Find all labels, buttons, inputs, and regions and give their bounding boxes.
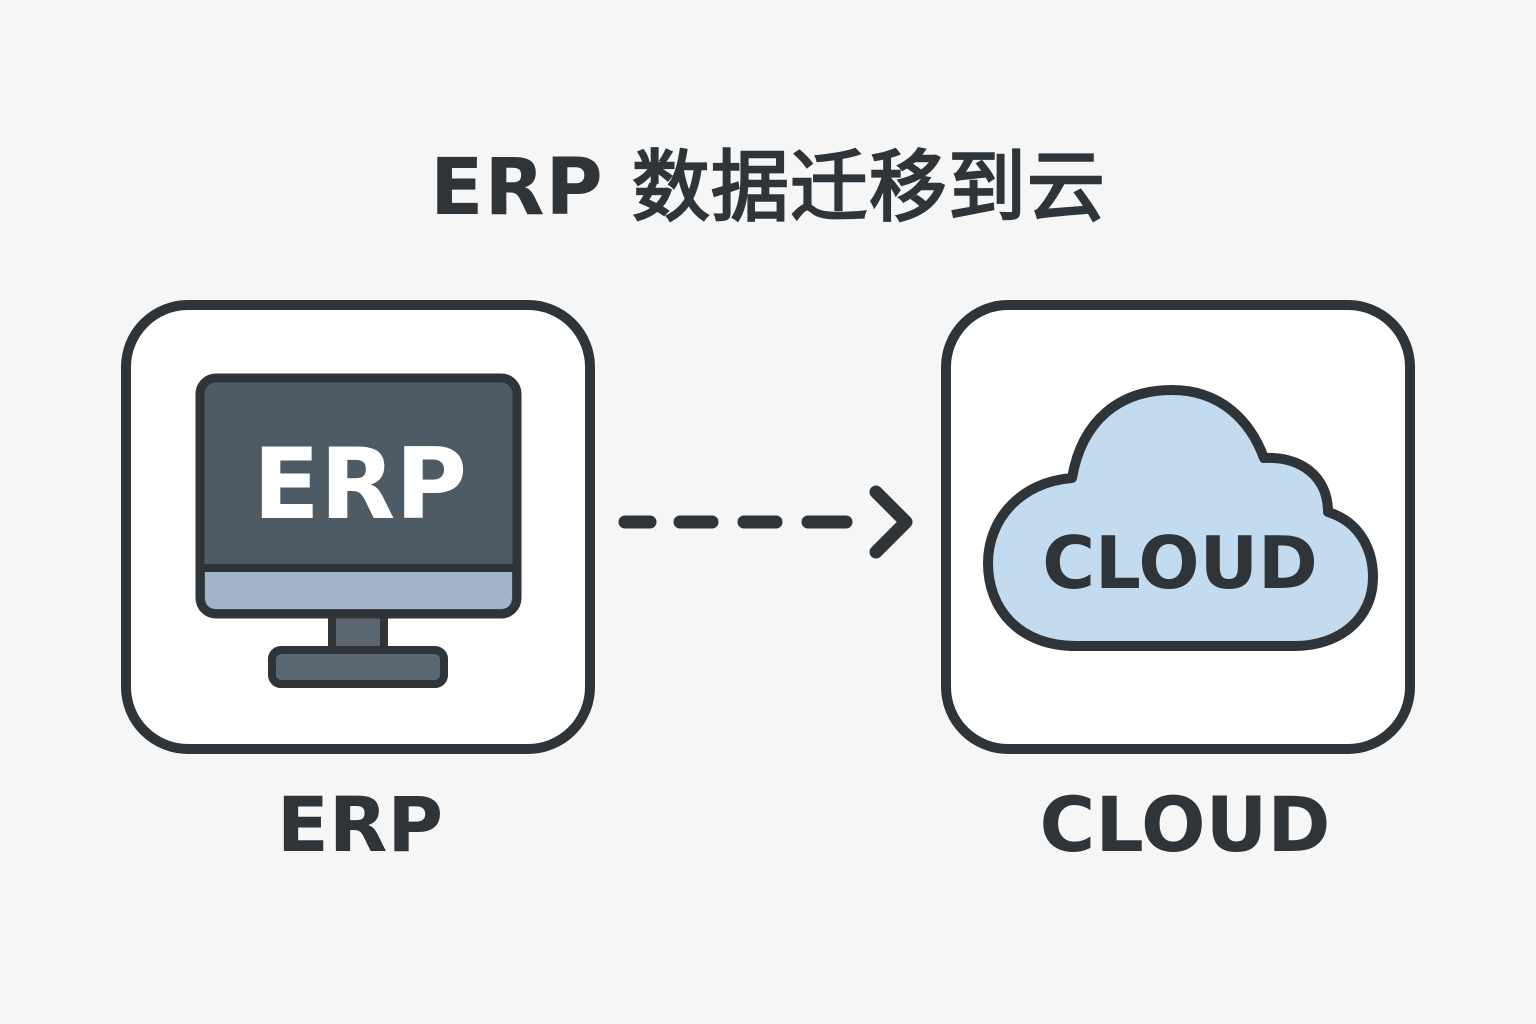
dashed-arrow-icon [618, 485, 913, 559]
monitor-stand-base [268, 646, 448, 688]
monitor-screen-label: ERP [253, 428, 467, 542]
cloud-icon: CLOUD [983, 385, 1378, 651]
erp-caption: ERP [276, 780, 444, 869]
erp-node: ERP [121, 300, 595, 754]
cloud-label: CLOUD [1042, 521, 1318, 605]
page-title: ERP 数据迁移到云 [430, 143, 1106, 233]
arrow-head [869, 485, 913, 559]
cloud-caption: CLOUD [1039, 780, 1331, 869]
monitor-bottom-bar [205, 568, 512, 609]
cloud-node: CLOUD [941, 300, 1415, 754]
monitor-icon: ERP [195, 373, 522, 688]
monitor-screen [195, 373, 522, 619]
cloud-shape [983, 385, 1378, 651]
